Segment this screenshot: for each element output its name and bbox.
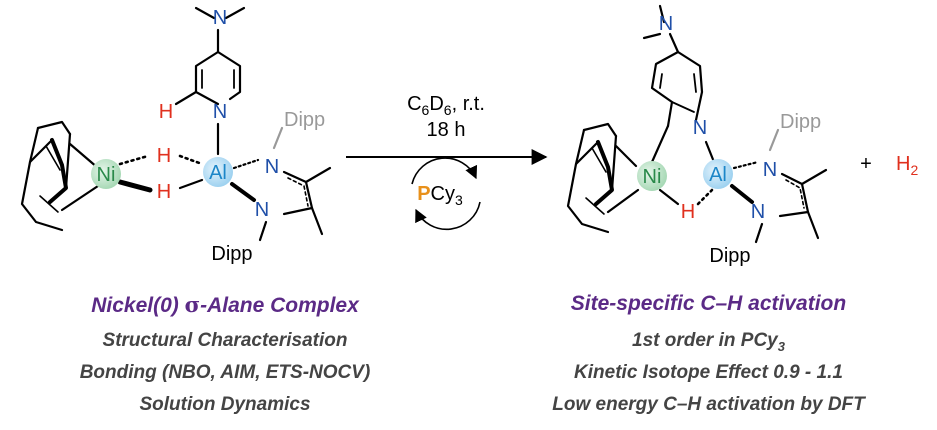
al-label-right: Al — [709, 164, 727, 186]
ni-label-right: Ni — [643, 166, 662, 188]
n-label-right-nacnac-lower: N — [751, 201, 765, 223]
plus-sign: + — [860, 153, 872, 175]
cod-ligand-left — [20, 120, 100, 232]
left-caption-line-2: Bonding (NBO, AIM, ETS-NOCV) — [79, 362, 371, 383]
ni-label-left: Ni — [97, 164, 116, 186]
al-sphere-left — [203, 157, 233, 187]
left-caption-title: Nickel(0) σ-Alane Complex — [0, 292, 450, 318]
nickel-alane-complex — [20, 6, 332, 242]
left-caption-line-3: Solution Dynamics — [139, 394, 311, 415]
conditions-solvent: C6D6, r.t. — [407, 93, 485, 118]
n-label-right-pyridine: N — [693, 117, 707, 139]
right-caption-title: Site-specific C–H activation — [570, 292, 847, 315]
nacnac-ring-right — [730, 128, 828, 244]
h-label-left-upper: H — [157, 145, 171, 167]
nacnac-ring-left — [230, 126, 332, 242]
right-caption-line-2: Kinetic Isotope Effect 0.9 - 1.1 — [574, 362, 843, 383]
reaction-scheme: Ni Al H H H N N N N Dipp Dipp C6D6, r.t.… — [20, 4, 918, 267]
h-al-bond-upper — [178, 154, 204, 166]
dipp-label-left-lower: Dipp — [211, 243, 252, 265]
n-label-left-nacnac-lower: N — [255, 199, 269, 221]
al-label-left: Al — [209, 162, 227, 184]
left-title-sigma: σ — [184, 292, 201, 317]
n-label-right-nme2: N — [659, 13, 673, 35]
left-title-pre: Nickel(0) — [91, 294, 185, 317]
right-caption-line-3: Low energy C–H activation by DFT — [552, 394, 865, 415]
h-label-right-bridge: H — [681, 201, 695, 223]
dipp-label-right-lower: Dipp — [709, 245, 750, 267]
dmap-ring-right — [642, 4, 704, 128]
n-label-right-nacnac-upper: N — [763, 159, 777, 181]
ni-h-bond-upper — [118, 154, 150, 166]
h2-product: H2 — [896, 153, 918, 178]
n-label-left-nme2: N — [213, 7, 227, 29]
nickel-aluminyl-product — [566, 4, 828, 244]
catalyst-label: PCy3 — [417, 183, 463, 208]
ni-sphere-right — [637, 161, 667, 191]
dmap-ring-left — [174, 6, 246, 106]
right-caption-line-1: 1st order in PCy3 — [632, 330, 785, 354]
n-label-left-nacnac-upper: N — [265, 156, 279, 178]
left-caption-line-1: Structural Characterisation — [102, 330, 348, 351]
cod-ligand-right — [566, 122, 640, 234]
ni-h-bond-lower — [117, 179, 153, 193]
conditions-time: 18 h — [427, 119, 466, 141]
dipp-label-left-upper: Dipp — [284, 109, 325, 131]
dipp-label-right-upper: Dipp — [780, 111, 821, 133]
al-sphere-right — [703, 159, 733, 189]
catalyst-cycle — [411, 157, 481, 231]
h-al-bond-lower — [178, 178, 204, 190]
ni-sphere-left — [91, 159, 121, 189]
h-label-left-pyridine: H — [159, 101, 173, 123]
n-label-left-pyridine: N — [213, 101, 227, 123]
left-title-post: -Alane Complex — [200, 294, 359, 317]
h-label-left-lower: H — [157, 181, 171, 203]
